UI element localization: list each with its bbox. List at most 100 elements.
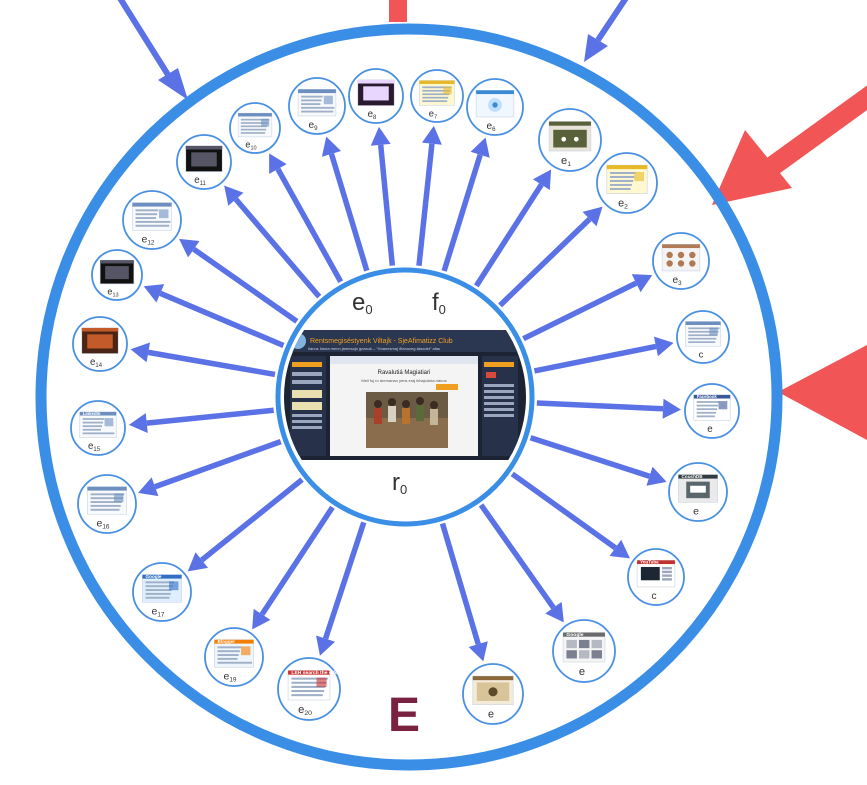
node-label-subscript: 19 <box>229 677 237 684</box>
satellite-node-n19[interactable]: e10 <box>229 102 281 154</box>
spoke-arrow-n6 <box>529 435 667 486</box>
node-thumbnail <box>99 259 135 285</box>
satellite-node-n23[interactable]: e6 <box>466 78 524 136</box>
satellite-node-n16[interactable]: e13 <box>91 249 143 301</box>
center-label-f: f0 <box>432 289 446 317</box>
node-thumbnail: Google <box>562 632 606 663</box>
node-label: e1 <box>561 155 571 168</box>
center-node[interactable]: Rentsmegiséstyenk Viltajk - SjeAfimatizz… <box>275 267 535 527</box>
outer-ring <box>35 23 783 771</box>
spoke-arrows <box>128 125 682 662</box>
node-label-letter: e <box>194 175 199 186</box>
node-thumbnail: Google <box>142 574 182 603</box>
node-label: e15 <box>88 441 101 453</box>
node-label-subscript: 15 <box>93 447 100 453</box>
satellite-node-n22[interactable]: e7 <box>410 69 464 123</box>
node-thumbnail <box>185 145 223 172</box>
node-label: e2 <box>618 197 628 210</box>
satellite-node-n14[interactable]: LinkedIn e15 <box>70 400 126 456</box>
node-label-letter: e <box>368 109 373 120</box>
node-label-subscript: 16 <box>102 524 110 531</box>
spoke-arrow-n14 <box>128 407 274 434</box>
node-logo-text: LinkedIn <box>83 411 101 416</box>
node-label-subscript: 13 <box>112 293 118 299</box>
node-label-letter: e <box>224 672 230 683</box>
center-main-line: Mell fuj ro áremanao yens eraj ikhajodut… <box>361 378 446 383</box>
node-thumbnail <box>297 89 337 117</box>
node-thumbnail <box>661 244 701 272</box>
node-label-subscript: 10 <box>250 146 256 152</box>
node-label: e3 <box>672 275 682 287</box>
satellite-node-n3[interactable]: e3 <box>652 232 710 290</box>
satellite-node-n4[interactable]: c <box>676 310 730 364</box>
node-label-subscript: 2 <box>624 203 628 210</box>
node-label: e9 <box>308 120 318 132</box>
center-label-e: e0 <box>352 289 373 317</box>
incoming-red-arrow-right <box>712 85 867 205</box>
satellite-node-n10[interactable]: LEH search the information Home e20 <box>277 657 371 721</box>
node-label: e16 <box>97 519 110 531</box>
spoke-arrow-n7 <box>510 471 630 559</box>
node-label: e <box>579 666 585 678</box>
node-label-letter: e <box>561 155 567 167</box>
satellite-node-n17[interactable]: e12 <box>122 190 182 250</box>
spoke-arrow-n4 <box>533 336 674 374</box>
node-logo-text: Google <box>146 574 162 579</box>
node-label-letter: e <box>486 121 492 132</box>
node-thumbnail <box>475 90 515 118</box>
satellite-node-n21[interactable]: e8 <box>348 68 404 124</box>
node-thumbnail <box>132 202 172 231</box>
center-main-title: Ravalutiá Magiatiari <box>378 370 431 376</box>
node-thumbnail <box>419 80 455 106</box>
node-label: e13 <box>107 287 118 299</box>
spoke-arrow-n12 <box>187 477 304 572</box>
node-label-subscript: 8 <box>373 115 377 121</box>
node-label-subscript: 7 <box>434 114 437 120</box>
node-thumbnail <box>87 486 127 515</box>
satellite-node-n1[interactable]: e1 <box>538 108 602 172</box>
node-label-letter: e <box>142 235 148 246</box>
node-logo-text: YouTube <box>640 559 659 564</box>
incoming-arrow-top-right <box>584 0 629 62</box>
spoke-arrow-n3 <box>522 274 653 342</box>
node-label-letter: e <box>618 197 624 209</box>
node-logo-text: LEH search the information Home <box>291 670 371 676</box>
node-label-letter: e <box>88 441 93 452</box>
node-label-subscript: 20 <box>304 710 312 717</box>
node-label-subscript: 9 <box>314 125 318 132</box>
node-label-subscript: 3 <box>678 280 682 287</box>
node-label: e <box>488 708 494 720</box>
satellite-node-n18[interactable]: e11 <box>176 134 232 190</box>
node-label-letter: e <box>488 708 494 720</box>
node-thumbnail: CouchDB <box>678 474 718 503</box>
node-label-subscript: 11 <box>200 181 207 187</box>
node-thumbnail <box>81 327 119 354</box>
spoke-arrow-n1 <box>474 169 552 288</box>
node-label-subscript: 12 <box>147 240 155 247</box>
center-website-thumbnail: Rentsmegiséstyenk Viltajk - SjeAfimatizz… <box>284 330 526 460</box>
spoke-arrow-n16 <box>143 284 285 349</box>
satellite-node-n11[interactable]: Blogger e19 <box>204 627 264 687</box>
center-site-title: Rentsmegiséstyenk Viltajk - SjeAfimatizz… <box>310 338 453 345</box>
satellite-node-n2[interactable]: e2 <box>596 152 658 214</box>
node-label-subscript: 14 <box>95 363 102 369</box>
node-thumbnail: YouTube <box>636 559 676 588</box>
node-label: e11 <box>194 175 206 187</box>
satellite-node-n8[interactable]: Google e <box>552 619 616 683</box>
satellite-node-n15[interactable]: e14 <box>72 316 128 372</box>
node-logo-text: Blogger <box>218 639 236 644</box>
center-site-subtitle: Ilánus ilanra menn jámesajó gnasuk – "Hn… <box>308 346 440 351</box>
node-label: e20 <box>298 704 312 717</box>
node-label: e14 <box>90 357 103 369</box>
node-label: e6 <box>486 121 496 133</box>
center-label-r: r0 <box>392 469 407 497</box>
spoke-arrow-n10 <box>316 521 367 656</box>
satellite-node-n20[interactable]: e9 <box>288 77 346 135</box>
satellite-node-n9[interactable]: e <box>462 663 524 725</box>
satellite-node-n13[interactable]: e16 <box>77 474 137 534</box>
